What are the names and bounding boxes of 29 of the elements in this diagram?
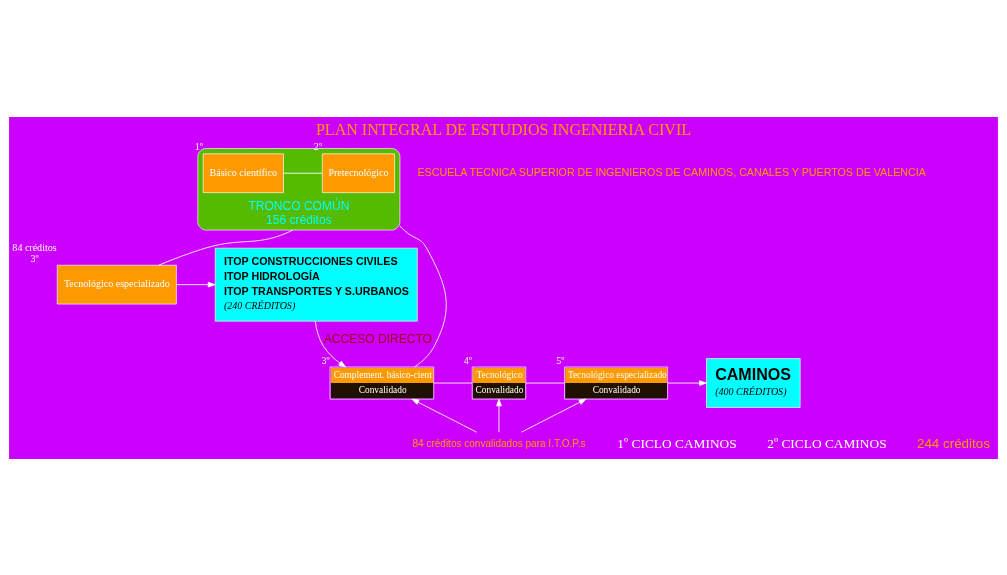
connector [283,172,323,174]
edge-label: ACCESO DIRECTO [323,331,432,346]
node-text: 84 créditos convalidados para I.T.O.P.s [412,437,586,449]
node-label: 4º [463,354,472,366]
node-box: ITOP CONSTRUCCIONES CIVILES ITOP HIDROLOGÍA ITOP TRANSPORTES Y S.URBANOS (240 CRÉDITOS) [214,247,418,321]
label: ESCUELA TECNICA SUPERIOR DE INGENIEROS DE CAMINOS, CANALES Y PUERTOS DE VALENCIA [417,165,926,178]
node-box: Básico científico [202,152,284,193]
arrow [496,398,502,433]
diagram-title: PLAN INTEGRAL DE ESTUDIOS INGENIERIA CIVIL [315,120,692,138]
connector [158,229,294,266]
arrow [667,379,707,386]
label: 2º CICLO CAMINOS [767,435,887,451]
arrow [520,398,587,433]
node-label: 3º [321,354,330,366]
arrow [176,281,216,287]
arrow [314,320,347,367]
node-box: Tecnológico especializado [56,264,177,304]
connector [399,225,447,367]
node-box: CAMINOS (400 CRÉDITOS) [706,357,801,408]
connector [525,382,565,383]
label: 1º CICLO CAMINOS [617,435,737,451]
node-label: 5º [556,354,565,366]
node-label: 84 créditos [12,241,57,253]
connector [433,382,473,383]
node-label: 3º [30,252,39,264]
node-box: Pretecnológico [321,152,395,193]
label: 244 créditos [916,435,990,451]
node-label: 156 créditos [266,212,332,227]
arrow [411,398,478,433]
